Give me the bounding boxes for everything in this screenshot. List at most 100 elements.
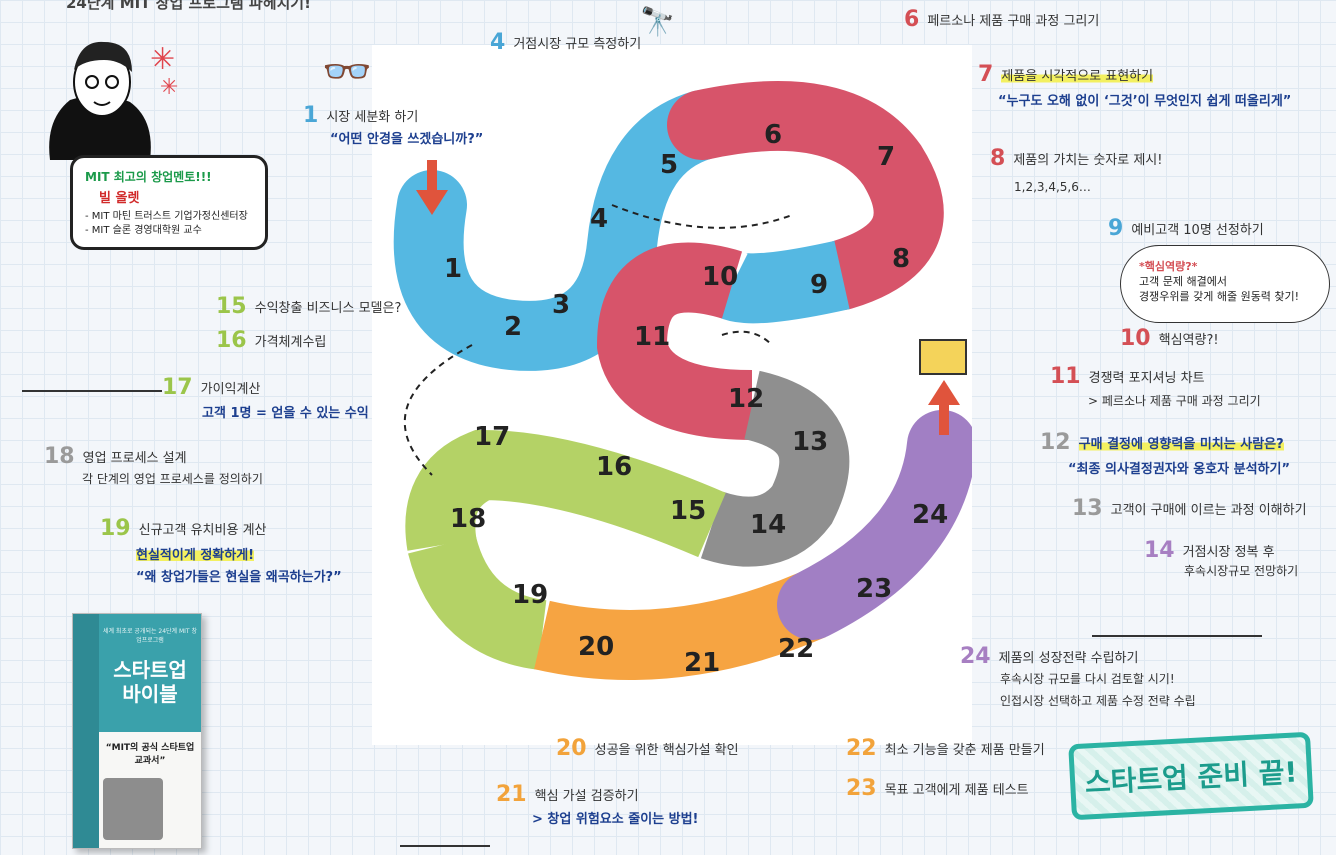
- step-19-sub: 현실적이게 정확하게!: [136, 544, 255, 563]
- step-number: 4: [490, 30, 506, 55]
- board-number: 24: [912, 500, 948, 530]
- step-number: 16: [216, 328, 247, 353]
- step-number: 24: [960, 644, 991, 669]
- step-11: 11 경쟁력 포지셔닝 차트: [1050, 364, 1205, 389]
- step-label: 제품을 시각적으로 표현하기: [1001, 69, 1154, 84]
- step-number: 12: [1040, 430, 1071, 455]
- book-title-line-1: 스타트업: [113, 658, 187, 682]
- step-17-sub: 고객 1명 = 얻을 수 있는 수익: [202, 406, 369, 421]
- step-label: 영업 프로세스 설계: [82, 451, 187, 466]
- glasses-icon: 👓: [322, 49, 372, 95]
- step-number: 8: [990, 146, 1006, 171]
- step-15: 15 수익창출 비즈니스 모델은?: [216, 294, 401, 319]
- board-number: 1: [444, 254, 462, 284]
- board-number: 11: [634, 322, 670, 352]
- step-number: 13: [1072, 496, 1103, 521]
- bowling-illustration: [1092, 580, 1262, 637]
- header-title: 24단계 MIT 창업 프로그램 파헤치기!: [66, 0, 311, 12]
- board-number: 20: [578, 632, 614, 662]
- bubble-title: *핵심역량?*: [1139, 260, 1198, 273]
- board-number: 4: [590, 204, 608, 234]
- board-number: 6: [764, 120, 782, 150]
- step-20: 20 성공을 위한 핵심가설 확인: [556, 736, 739, 761]
- step-24: 24 제품의 성장전략 수립하기: [960, 644, 1138, 669]
- bubble-line-2: 경쟁우위를 갖게 해줄 원동력 찾기!: [1139, 290, 1300, 303]
- scientists-illustration: [22, 340, 162, 392]
- board-number: 12: [728, 384, 764, 414]
- mentor-role-2: - MIT 슬론 경영대학원 교수: [85, 225, 202, 236]
- binoculars-icon: 🔭: [640, 5, 675, 38]
- board-number: 19: [512, 580, 548, 610]
- step-12: 12 구매 결정에 영향력을 미치는 사람은?: [1040, 430, 1284, 455]
- step-19-quote: “왜 창업가들은 현실을 왜곡하는가?”: [136, 570, 342, 585]
- board-number: 9: [810, 270, 828, 300]
- board-number: 22: [778, 634, 814, 664]
- step-label: 제품의 성장전략 수립하기: [998, 651, 1139, 666]
- step-24-sub: 후속시장 규모를 다시 검토할 시기!: [1000, 672, 1175, 686]
- step-number: 6: [904, 7, 920, 32]
- lab-illustration: [400, 750, 490, 847]
- board-game-illustration: 1 2 3 4 5 6 7 8 9 10 11 12 13 14 15 16 1…: [372, 45, 977, 745]
- book-cover: 세계 최초로 공개되는 24단계 MIT 창업프로그램 스타트업 바이블 “MI…: [72, 613, 202, 849]
- step-8-sub: 1,2,3,4,5,6…: [1014, 180, 1091, 194]
- step-label: 경쟁력 포지셔닝 차트: [1088, 371, 1205, 386]
- mentor-headline: MIT 최고의 창업멘토!!!: [85, 170, 212, 184]
- step-number: 17: [162, 375, 193, 400]
- step-23: 23 목표 고객에게 제품 테스트: [846, 776, 1029, 801]
- step-number: 14: [1144, 538, 1175, 563]
- book-tagline: “MIT의 공식 스타트업 교과서”: [105, 743, 195, 766]
- step-label: 예비고객 10명 선정하기: [1131, 223, 1264, 238]
- step-label: 최소 기능을 갖춘 제품 만들기: [884, 743, 1045, 758]
- step-number: 7: [978, 62, 994, 87]
- board-number: 10: [702, 262, 738, 292]
- step-14-sub: 후속시장규모 전망하기: [1184, 564, 1299, 578]
- book-small-title: 세계 최초로 공개되는 24단계 MIT 창업프로그램: [102, 628, 198, 644]
- mentor-role-1: - MIT 마틴 트러스트 기업가정신센터장: [85, 211, 248, 222]
- board-number: 23: [856, 574, 892, 604]
- star-icon: ✳: [160, 75, 179, 100]
- author-photo: [103, 778, 163, 840]
- step-7-quote: “누구도 오해 없이 ‘그것’이 무엇인지 쉽게 떠올리게”: [998, 94, 1292, 109]
- step-12-quote: “최종 의사결정권자와 옹호자 분석하기”: [1068, 462, 1291, 477]
- board-number: 2: [504, 312, 522, 342]
- step-24-sub2: 인접시장 선택하고 제품 수정 전략 수립: [1000, 694, 1196, 708]
- board-number: 18: [450, 504, 486, 534]
- board-number: 14: [750, 510, 786, 540]
- step-21-quote: > 창업 위험요소 줄이는 방법!: [532, 812, 699, 827]
- finish-badge-text: 스타트업 준비 끝!: [1084, 755, 1299, 800]
- step-number: 15: [216, 294, 247, 319]
- board-number: 17: [474, 422, 510, 452]
- step-7: 7 제품을 시각적으로 표현하기: [978, 62, 1154, 87]
- step-16: 16 가격체계수립: [216, 328, 326, 353]
- board-number: 16: [596, 452, 632, 482]
- mentor-portrait: [40, 30, 160, 160]
- board-number: 5: [660, 150, 678, 180]
- step-6: 6 페르소나 제품 구매 과정 그리기: [904, 7, 1099, 32]
- step-label: 가이익계산: [200, 382, 261, 397]
- step-number: 23: [846, 776, 877, 801]
- step-number: 11: [1050, 364, 1081, 389]
- step-number: 20: [556, 736, 587, 761]
- step-label: 목표 고객에게 제품 테스트: [884, 783, 1029, 798]
- step-label: 핵심 가설 검증하기: [534, 789, 639, 804]
- core-competency-bubble: *핵심역량?* 고객 문제 해결에서 경쟁우위를 갖게 해줄 원동력 찾기!: [1120, 245, 1330, 323]
- step-label: 구매 결정에 영향력을 미치는 사람은?: [1078, 437, 1284, 452]
- step-17: 17 가이익계산: [162, 375, 260, 400]
- step-18-sub: 각 단계의 영업 프로세스를 정의하기: [82, 472, 263, 486]
- step-label: 가격체계수립: [254, 335, 327, 350]
- step-number: 19: [100, 516, 131, 541]
- step-label: 성공을 위한 핵심가설 확인: [594, 743, 739, 758]
- step-label: 수익창출 비즈니스 모델은?: [254, 301, 402, 316]
- book-title: 스타트업 바이블: [99, 658, 201, 706]
- board-number: 3: [552, 290, 570, 320]
- step-label: 페르소나 제품 구매 과정 그리기: [927, 14, 1100, 29]
